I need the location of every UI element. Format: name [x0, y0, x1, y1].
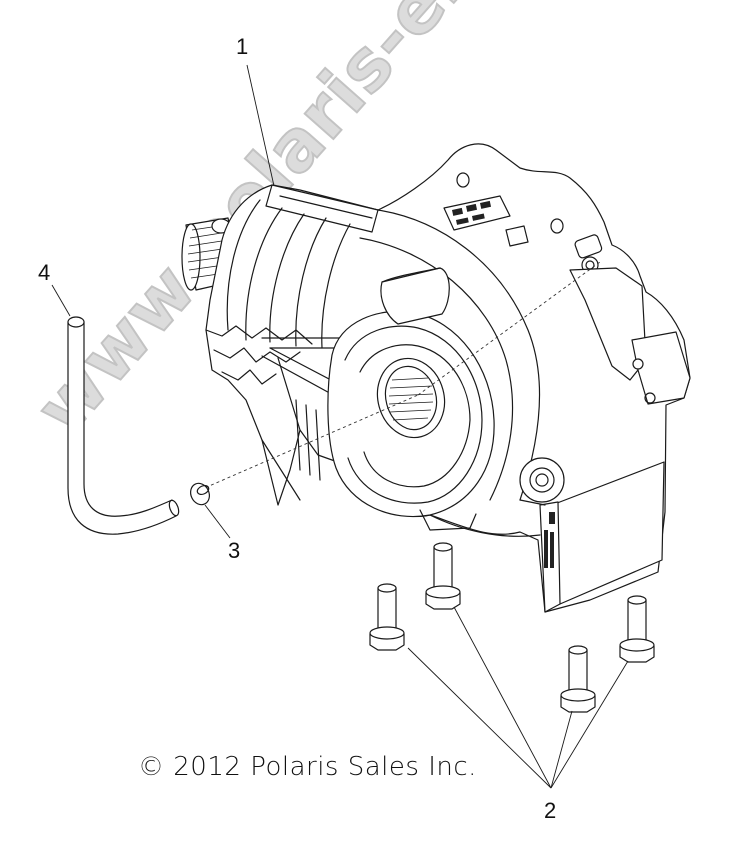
leader-1 [246, 64, 275, 187]
vent-hose[interactable] [67, 316, 180, 535]
callout-3: 3 [228, 538, 241, 563]
mounting-bolts[interactable] [369, 542, 655, 713]
leader-3 [204, 504, 231, 539]
bolt-3 [560, 645, 596, 713]
output-housing [327, 172, 691, 613]
hose-clamp[interactable] [187, 480, 213, 508]
output-spline [388, 377, 434, 421]
bolt-2 [425, 542, 461, 610]
gearcase-assembly[interactable] [181, 143, 691, 613]
callout-1: 1 [236, 34, 249, 59]
leader-lines [51, 64, 629, 789]
bolt-4 [619, 595, 655, 663]
copyright-notice: © 2012 Polaris Sales Inc. [138, 752, 477, 782]
cooling-fins [205, 184, 381, 501]
leader-4 [51, 284, 71, 317]
callout-2: 2 [544, 798, 557, 823]
axis-line-main [199, 394, 419, 491]
axis-line-upper [417, 261, 601, 396]
callout-4: 4 [38, 260, 51, 285]
bolt-1 [369, 583, 405, 651]
